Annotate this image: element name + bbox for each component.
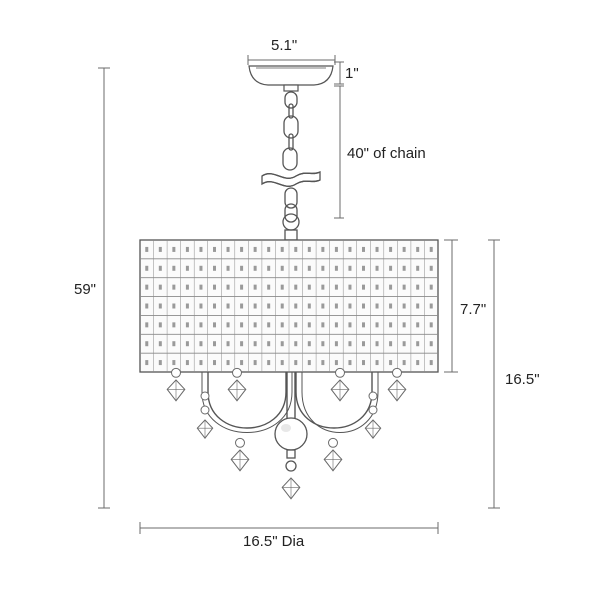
canopy-width-dimension	[247, 55, 336, 65]
crystal-shade	[139, 239, 439, 373]
chain-break-symbol	[261, 170, 321, 187]
canopy-height-dimension	[334, 61, 344, 85]
crystal-drops	[166, 367, 407, 500]
chain-length-label: 40" of chain	[347, 145, 426, 162]
arms	[201, 372, 379, 433]
shade-height-label: 7.7"	[460, 301, 487, 318]
dimension-lines	[98, 55, 500, 534]
overall-height-dimension	[98, 67, 110, 509]
fixture-height-dimension	[488, 239, 500, 509]
fixture-height-label: 16.5"	[505, 371, 540, 388]
diameter-dimension	[139, 522, 439, 534]
canopy-height-label: 1"	[345, 65, 359, 82]
shade-height-dimension	[444, 239, 458, 373]
diameter-label: 16.5" Dia	[243, 533, 305, 550]
chain	[282, 91, 299, 223]
center-ball	[274, 417, 308, 472]
chain-length-dimension	[334, 85, 344, 219]
canopy	[248, 65, 334, 92]
overall-height-label: 59"	[74, 281, 97, 298]
canopy-width-label: 5.1"	[271, 37, 298, 54]
